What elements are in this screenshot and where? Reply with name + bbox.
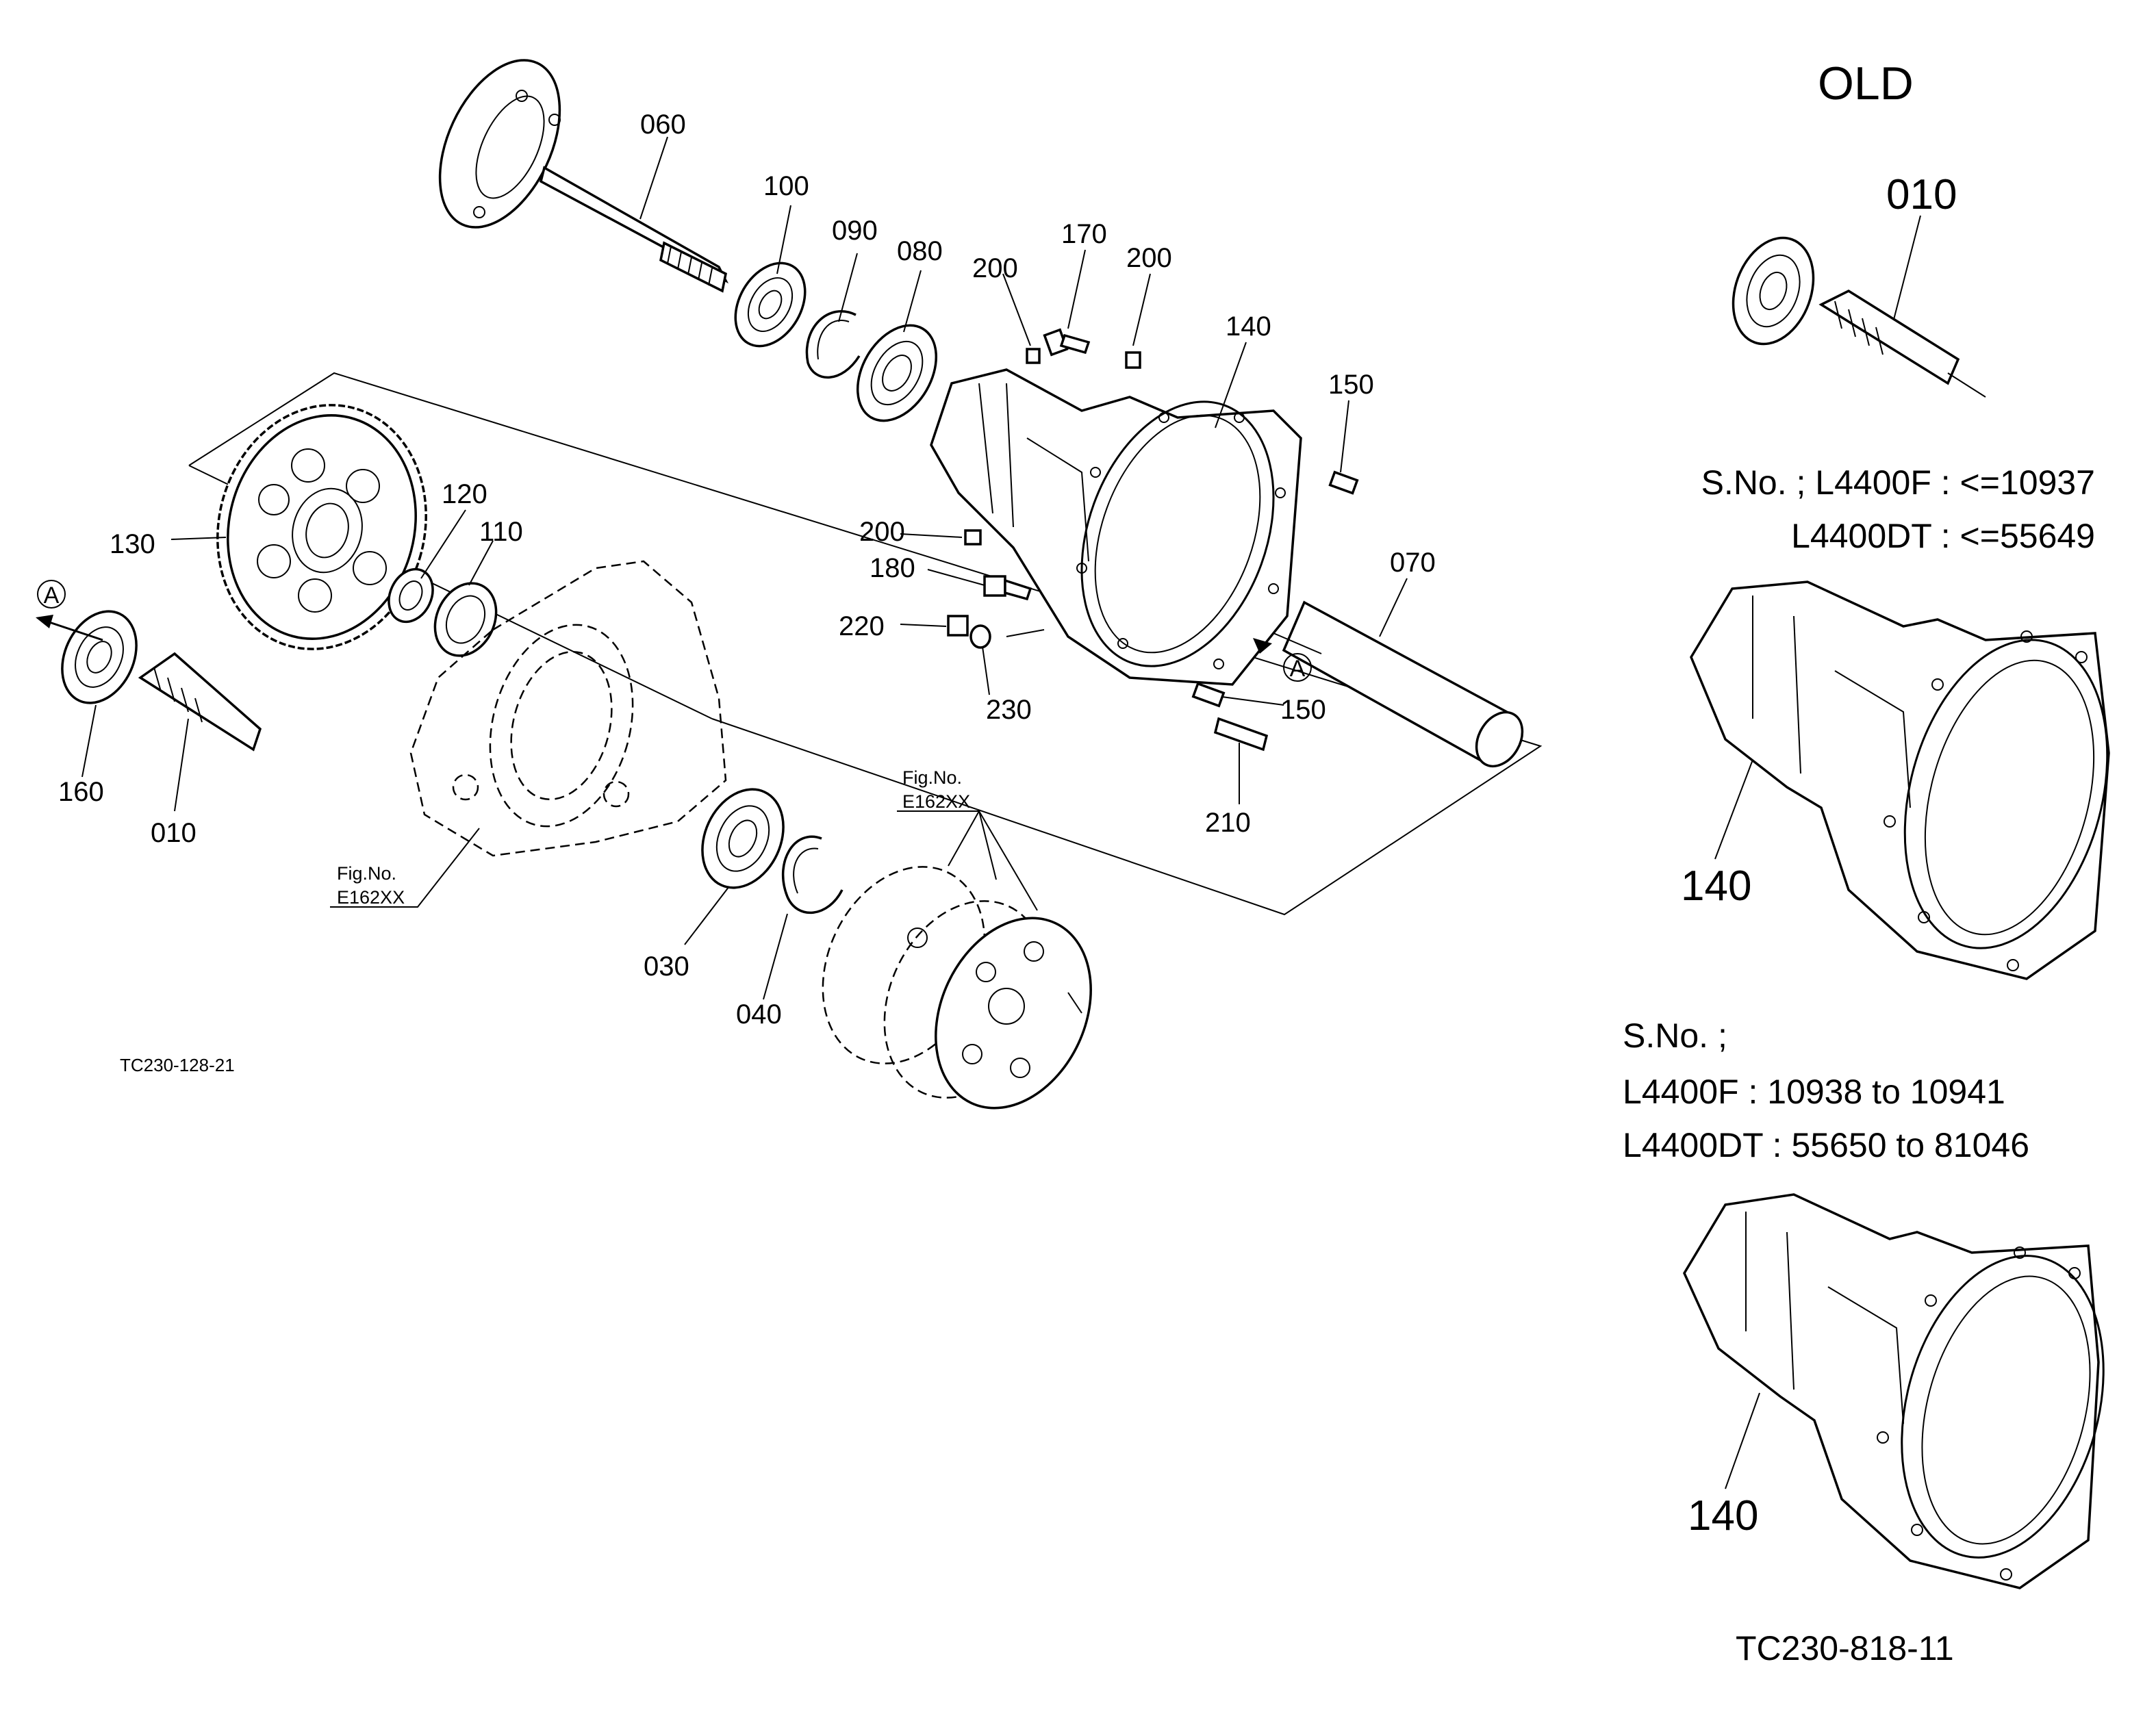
old-housing-label-1: 140 [1681, 862, 1751, 910]
part-label-140: 140 [1226, 311, 1271, 342]
part-label-200b: 200 [1126, 243, 1172, 273]
old-serial-1-line2: L4400DT : <=55649 [1791, 517, 2095, 555]
part-label-150a: 150 [1328, 370, 1374, 400]
axle-shaft-060 [438, 59, 729, 293]
bolt-180 [983, 575, 1032, 601]
bearing-110 [433, 582, 498, 657]
bearing-120 [388, 567, 434, 624]
pin-150a [1328, 470, 1359, 495]
old-shaft-part-label: 010 [1886, 171, 1957, 218]
part-label-080: 080 [897, 236, 943, 266]
fig-ref-left-line2: E162XX [337, 887, 405, 908]
part-label-220: 220 [839, 611, 885, 641]
washer-230 [969, 624, 991, 649]
leader-lines [81, 136, 1408, 1014]
part-label-180: 180 [870, 553, 915, 583]
fig-ref-left-line1: Fig.No. [337, 863, 396, 884]
fig-ref-left: Fig.No. E162XX [337, 863, 405, 908]
assembly-frame [188, 372, 1543, 916]
old-bearing-shaft [1732, 236, 1986, 398]
part-label-120: 120 [442, 479, 487, 509]
part-label-170: 170 [1061, 219, 1107, 249]
part-label-230: 230 [986, 695, 1032, 725]
old-ref-code: TC230-818-11 [1736, 1629, 1954, 1667]
part-label-210: 210 [1205, 808, 1251, 838]
part-label-100: 100 [763, 171, 809, 201]
main-ref-code: TC230-128-21 [120, 1055, 235, 1075]
old-shaft-leader [1889, 215, 1921, 336]
part-label-060: 060 [640, 110, 686, 140]
old-housing-140-second [1683, 1193, 2105, 1589]
arrow-marker-a-right: A [1253, 638, 1312, 682]
part-label-090: 090 [832, 216, 878, 246]
old-serial-1: S.No. ; L4400F : <=10937 L4400DT : <=556… [1701, 463, 2095, 555]
old-serial-1-line1: S.No. ; L4400F : <=10937 [1701, 463, 2095, 502]
part-label-070: 070 [1390, 548, 1436, 578]
fig-ref-right: Fig.No. E162XX [902, 767, 970, 812]
nut-220 [947, 615, 969, 637]
part-label-200a: 200 [972, 253, 1018, 283]
stud-210 [1213, 717, 1269, 752]
bolt-170 [1043, 328, 1091, 357]
part-label-130: 130 [110, 529, 155, 559]
old-serial-2-line3: L4400DT : 55650 to 81046 [1623, 1126, 2029, 1164]
differential-case-phantom [409, 560, 727, 857]
old-serial-2-line1: S.No. ; [1623, 1016, 1727, 1055]
plug-200b [1125, 351, 1141, 369]
tube-070 [1282, 600, 1524, 768]
plug-200a [1026, 348, 1041, 364]
bearing-160 [61, 610, 138, 704]
snap-ring-040 [781, 835, 844, 914]
bearing-030 [701, 788, 785, 889]
brake-plates-phantom [822, 866, 1092, 1110]
part-label-200c: 200 [859, 517, 905, 547]
pin-150b [1191, 682, 1226, 708]
old-section-title: OLD [1818, 57, 1914, 110]
arrow-marker-label-left: A [44, 583, 60, 609]
part-label-150b: 150 [1280, 695, 1326, 725]
old-housing-140-first [1690, 580, 2110, 980]
old-housing-label-2: 140 [1688, 1492, 1758, 1539]
part-label-160: 160 [58, 777, 104, 807]
part-label-040: 040 [736, 999, 782, 1029]
axle-housing-140 [930, 368, 1302, 686]
part-number-labels: 060 100 090 080 200 170 200 140 150 120 … [58, 110, 1436, 1029]
plug-200c [964, 529, 982, 546]
old-serial-2: S.No. ; L4400F : 10938 to 10941 L4400DT … [1623, 1016, 2029, 1164]
old-housing-leader-2 [1725, 1392, 1760, 1489]
part-label-110: 110 [479, 517, 523, 547]
fig-ref-right-line2: E162XX [902, 791, 970, 812]
snap-ring-090 [805, 310, 861, 379]
bearing-100 [734, 261, 807, 348]
part-label-010: 010 [151, 818, 196, 848]
fig-ref-right-line1: Fig.No. [902, 767, 962, 788]
old-serial-2-line2: L4400F : 10938 to 10941 [1623, 1073, 2005, 1111]
gear-130 [216, 404, 427, 650]
bearing-080 [856, 324, 938, 422]
arrow-marker-a-left: A [36, 580, 103, 641]
arrow-marker-label-right: A [1290, 656, 1306, 682]
part-label-030: 030 [644, 951, 689, 982]
shaft-010 [138, 652, 262, 752]
old-housing-leader-1 [1714, 759, 1753, 860]
